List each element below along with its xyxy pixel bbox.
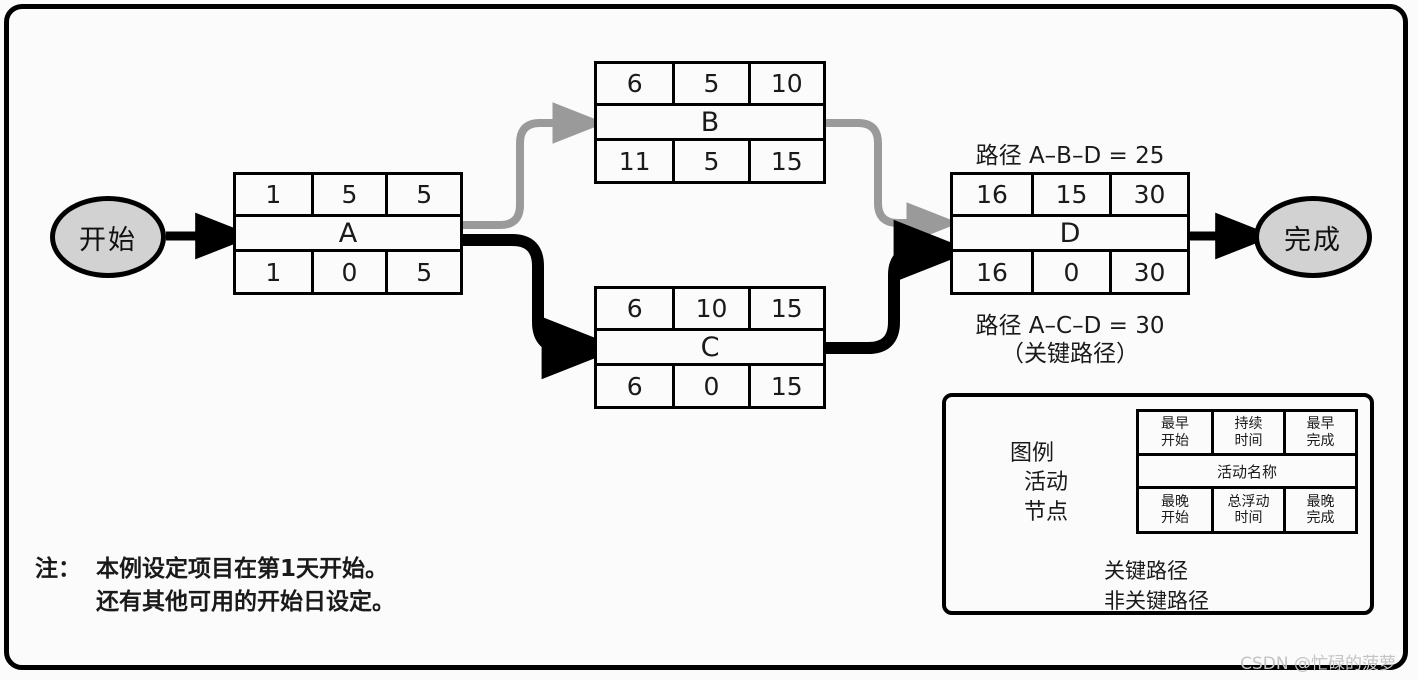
node-a-late-start: 1 [265, 257, 282, 287]
legend-activity-node: 最早 开始 持续 时间 最早 完成 活动名称 最晚 开始 总浮动 时间 最晚 完… [1136, 409, 1358, 534]
legend-key-non-critical-path: 非关键路径 [1104, 585, 1236, 615]
legend-panel: 图例 活动节点 最早 开始 持续 时间 最早 完成 活动名称 最晚 开始 总浮动… [942, 393, 1374, 615]
node-a-duration: 5 [310, 175, 386, 215]
legend-early-finish: 最早 完成 [1283, 412, 1355, 454]
node-d-total-float: 0 [1031, 252, 1109, 292]
node-a-total-float: 0 [310, 252, 386, 292]
activity-node-d: 16 15 30 D 16 0 30 [950, 172, 1190, 295]
path-label-acd-sub: （关键路径） [1001, 341, 1139, 367]
node-c-late-finish: 15 [747, 366, 823, 406]
node-c-name-row: C [597, 331, 823, 367]
node-a-early-start: 1 [265, 180, 282, 210]
legend-title-primary: 图例 [1009, 440, 1054, 466]
node-c-early-start: 6 [626, 294, 643, 324]
node-a-name-row: A [236, 217, 460, 253]
node-a-early-finish: 5 [385, 175, 460, 215]
path-label-abd: 路径 A–B–D = 25 [975, 143, 1165, 169]
legend-node-bottom-row: 最晚 开始 总浮动 时间 最晚 完成 [1139, 489, 1355, 531]
node-d-top-row: 16 15 30 [953, 175, 1187, 218]
node-b-name: B [700, 106, 720, 138]
end-node: 完成 [1254, 196, 1372, 278]
note-prefix: 注： [35, 556, 81, 582]
node-d-late-start: 16 [976, 257, 1008, 287]
activity-node-b: 6 5 10 B 11 5 15 [594, 61, 826, 184]
legend-total-float: 总浮动 时间 [1211, 489, 1283, 531]
node-c-name: C [700, 331, 720, 363]
legend-activity-name: 活动名称 [1216, 462, 1277, 481]
node-d-late-finish: 30 [1109, 252, 1187, 292]
legend-duration: 持续 时间 [1211, 412, 1283, 454]
start-node: 开始 [50, 196, 166, 278]
node-b-early-finish: 10 [747, 64, 823, 104]
activity-node-c: 6 10 15 C 6 0 15 [594, 286, 826, 409]
note-line-2: 还有其他可用的开始日设定。 [96, 589, 395, 616]
node-b-bottom-row: 11 5 15 [597, 141, 823, 181]
node-d-duration: 15 [1031, 175, 1109, 215]
node-b-duration: 5 [672, 64, 747, 104]
note-line-1: 本例设定项目在第1天开始。 [96, 556, 389, 582]
legend-node-top-row: 最早 开始 持续 时间 最早 完成 [1139, 412, 1355, 457]
node-c-early-finish: 15 [747, 289, 823, 329]
node-d-early-finish: 30 [1109, 175, 1187, 215]
activity-node-a: 1 5 5 A 1 0 5 [233, 172, 463, 295]
node-a-name: A [338, 217, 358, 249]
node-a-bottom-row: 1 0 5 [236, 252, 460, 292]
legend-early-start: 最早 开始 [1161, 415, 1189, 449]
node-b-early-start: 6 [626, 69, 643, 99]
note-body: 本例设定项目在第1天开始。还有其他可用的开始日设定。 [96, 553, 395, 620]
legend-key-non-critical-label: 非关键路径 [1104, 589, 1209, 613]
legend-title-secondary: 活动节点 [1023, 470, 1068, 526]
node-b-late-finish: 15 [747, 141, 823, 181]
node-c-late-start: 6 [626, 371, 643, 401]
node-a-top-row: 1 5 5 [236, 175, 460, 218]
watermark: CSDN @忙碌的菠萝 [1240, 654, 1396, 674]
legend-late-finish: 最晚 完成 [1283, 489, 1355, 531]
node-b-late-start: 11 [618, 146, 651, 176]
node-b-name-row: B [597, 106, 823, 142]
legend-key-critical-label: 关键路径 [1104, 559, 1188, 583]
node-b-top-row: 6 5 10 [597, 64, 823, 107]
node-d-name: D [1059, 217, 1081, 249]
node-c-duration: 10 [672, 289, 747, 329]
node-d-bottom-row: 16 0 30 [953, 252, 1187, 292]
path-label-acd: 路径 A–C–D = 30 [975, 313, 1165, 339]
node-d-early-start: 16 [976, 180, 1008, 210]
node-c-total-float: 0 [672, 366, 747, 406]
legend-key-critical-path: 关键路径 [1104, 555, 1236, 585]
node-c-bottom-row: 6 0 15 [597, 366, 823, 406]
legend-title: 图例 活动节点 [968, 409, 1068, 557]
node-d-name-row: D [953, 217, 1187, 253]
node-c-top-row: 6 10 15 [597, 289, 823, 332]
legend-late-start: 最晚 开始 [1161, 493, 1189, 527]
node-b-total-float: 5 [672, 141, 747, 181]
node-a-late-finish: 5 [385, 252, 460, 292]
legend-node-name-row: 活动名称 [1139, 456, 1355, 490]
